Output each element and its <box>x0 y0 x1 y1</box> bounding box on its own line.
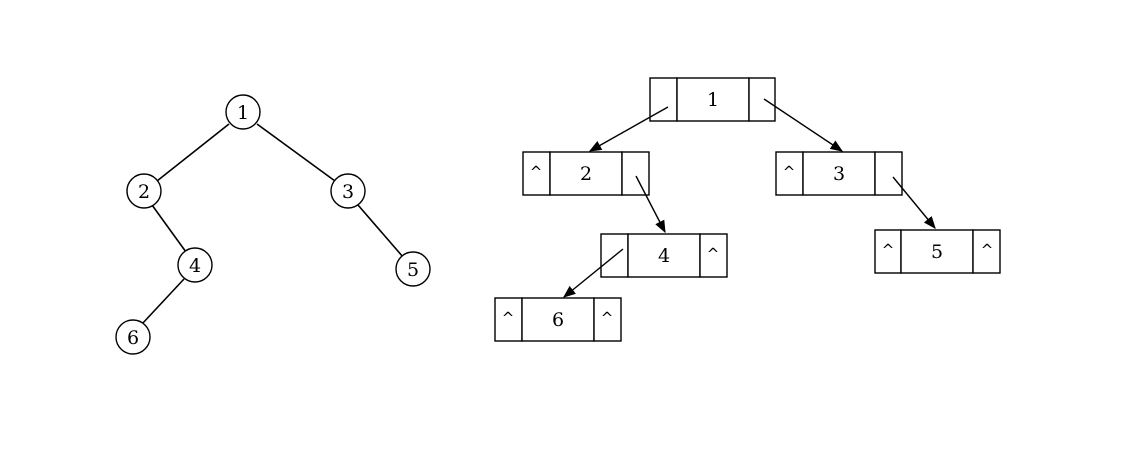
null-marker: ^ <box>981 241 994 259</box>
tree-edge-4-6 <box>141 278 185 325</box>
linked-storage: 1 ^ 2 ^ 3 4 ^ <box>494 77 1001 342</box>
right-pointer-field <box>972 229 1001 274</box>
pointer-arrow-3-5 <box>892 176 936 229</box>
linked-node-label: 4 <box>658 245 670 267</box>
tree-edge-1-3 <box>256 123 336 182</box>
right-pointer-field <box>874 151 903 196</box>
logical-tree: 1 2 3 4 5 6 <box>115 94 431 355</box>
linked-node-label: 1 <box>707 89 719 111</box>
pointer-arrow-2-4 <box>635 175 666 234</box>
left-pointer-field <box>494 297 523 342</box>
null-marker: ^ <box>601 309 614 327</box>
tree-edge-3-5 <box>357 204 404 258</box>
tree-node-label: 1 <box>237 102 249 124</box>
right-pointer-field <box>748 77 776 122</box>
null-marker: ^ <box>783 163 796 181</box>
tree-node-label: 6 <box>127 327 139 349</box>
tree-edge-2-4 <box>151 204 187 253</box>
linked-node-label: 5 <box>931 241 943 263</box>
tree-node-label: 5 <box>407 259 419 281</box>
data-field <box>676 77 750 122</box>
tree-node-5: 5 <box>395 251 431 287</box>
tree-edge-1-2 <box>156 123 230 182</box>
pointer-arrow-1-2 <box>588 106 669 152</box>
linked-node-3: ^ 3 <box>775 151 903 196</box>
null-marker: ^ <box>502 309 515 327</box>
linked-node-6: ^ 6 ^ <box>494 297 622 342</box>
linked-node-label: 3 <box>833 163 845 185</box>
linked-node-2: ^ 2 <box>522 151 650 196</box>
right-pointer-field <box>621 151 650 196</box>
null-marker: ^ <box>530 163 543 181</box>
linked-node-1: 1 <box>649 77 776 122</box>
tree-node-label: 2 <box>138 181 150 203</box>
linked-node-4: 4 ^ <box>600 233 728 278</box>
pointer-arrow-1-3 <box>763 98 844 152</box>
right-pointer-field <box>699 233 728 278</box>
tree-node-label: 4 <box>189 255 201 277</box>
pointer-arrow-4-6 <box>563 248 624 298</box>
null-marker: ^ <box>707 245 720 263</box>
tree-node-2: 2 <box>126 173 162 209</box>
linked-node-label: 2 <box>580 163 592 185</box>
left-pointer-field <box>874 229 902 274</box>
tree-node-3: 3 <box>330 173 366 209</box>
tree-node-label: 3 <box>342 181 354 203</box>
data-field <box>802 151 876 196</box>
tree-node-4: 4 <box>177 247 213 283</box>
linked-node-5: ^ 5 ^ <box>874 229 1001 274</box>
data-field <box>549 151 623 196</box>
data-field <box>627 233 701 278</box>
right-pointer-field <box>593 297 622 342</box>
tree-node-6: 6 <box>115 319 151 355</box>
tree-node-1: 1 <box>225 94 261 130</box>
null-marker: ^ <box>882 241 895 259</box>
linked-node-label: 6 <box>552 309 564 331</box>
